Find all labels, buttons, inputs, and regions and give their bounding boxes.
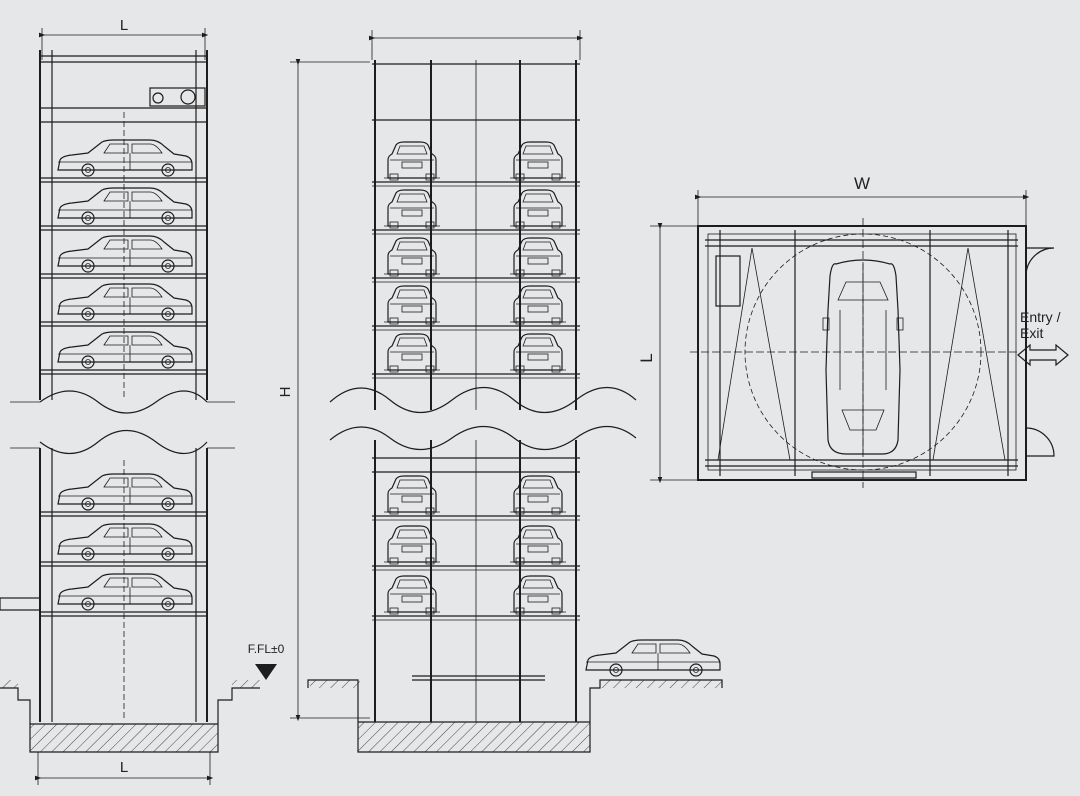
side-car — [57, 331, 193, 369]
front-car — [509, 525, 567, 565]
front-car — [509, 333, 567, 373]
side-car — [57, 573, 193, 611]
front-car — [509, 237, 567, 277]
entry-exit-arrow-icon — [1017, 343, 1069, 367]
side-car — [57, 283, 193, 321]
side-car — [57, 473, 193, 511]
plan-length-dimension: L — [637, 222, 700, 484]
side-car — [57, 523, 193, 561]
front-car — [509, 475, 567, 515]
height-label: H — [277, 387, 294, 398]
floor-level-marker-icon — [255, 664, 277, 680]
plan-car — [822, 259, 904, 455]
side-top-dimension: L — [38, 17, 209, 60]
front-car — [509, 141, 567, 181]
side-car — [57, 139, 193, 177]
side-car — [57, 187, 193, 225]
floor-level-label: F.FL±0 — [248, 642, 285, 656]
side-car — [57, 235, 193, 273]
side-bottom-length-label: L — [120, 759, 128, 776]
entry-exit-label-line2: Exit — [1020, 325, 1043, 341]
front-elevation — [307, 30, 723, 753]
entering-car — [585, 639, 721, 677]
side-top-length-label: L — [120, 17, 128, 34]
front-car — [509, 575, 567, 615]
entry-exit-label-line1: Entry / — [1020, 309, 1061, 325]
height-dimension: H — [277, 58, 370, 722]
plan-width-dimension: W — [694, 174, 1030, 226]
side-bottom-dimension: L — [34, 752, 214, 785]
front-car — [509, 189, 567, 229]
front-top-dimension — [368, 30, 584, 60]
plan-width-label: W — [854, 174, 870, 193]
plan-length-label: L — [637, 353, 656, 362]
side-elevation: L — [0, 17, 285, 785]
plan-view: W L — [637, 174, 1069, 488]
front-car — [509, 285, 567, 325]
